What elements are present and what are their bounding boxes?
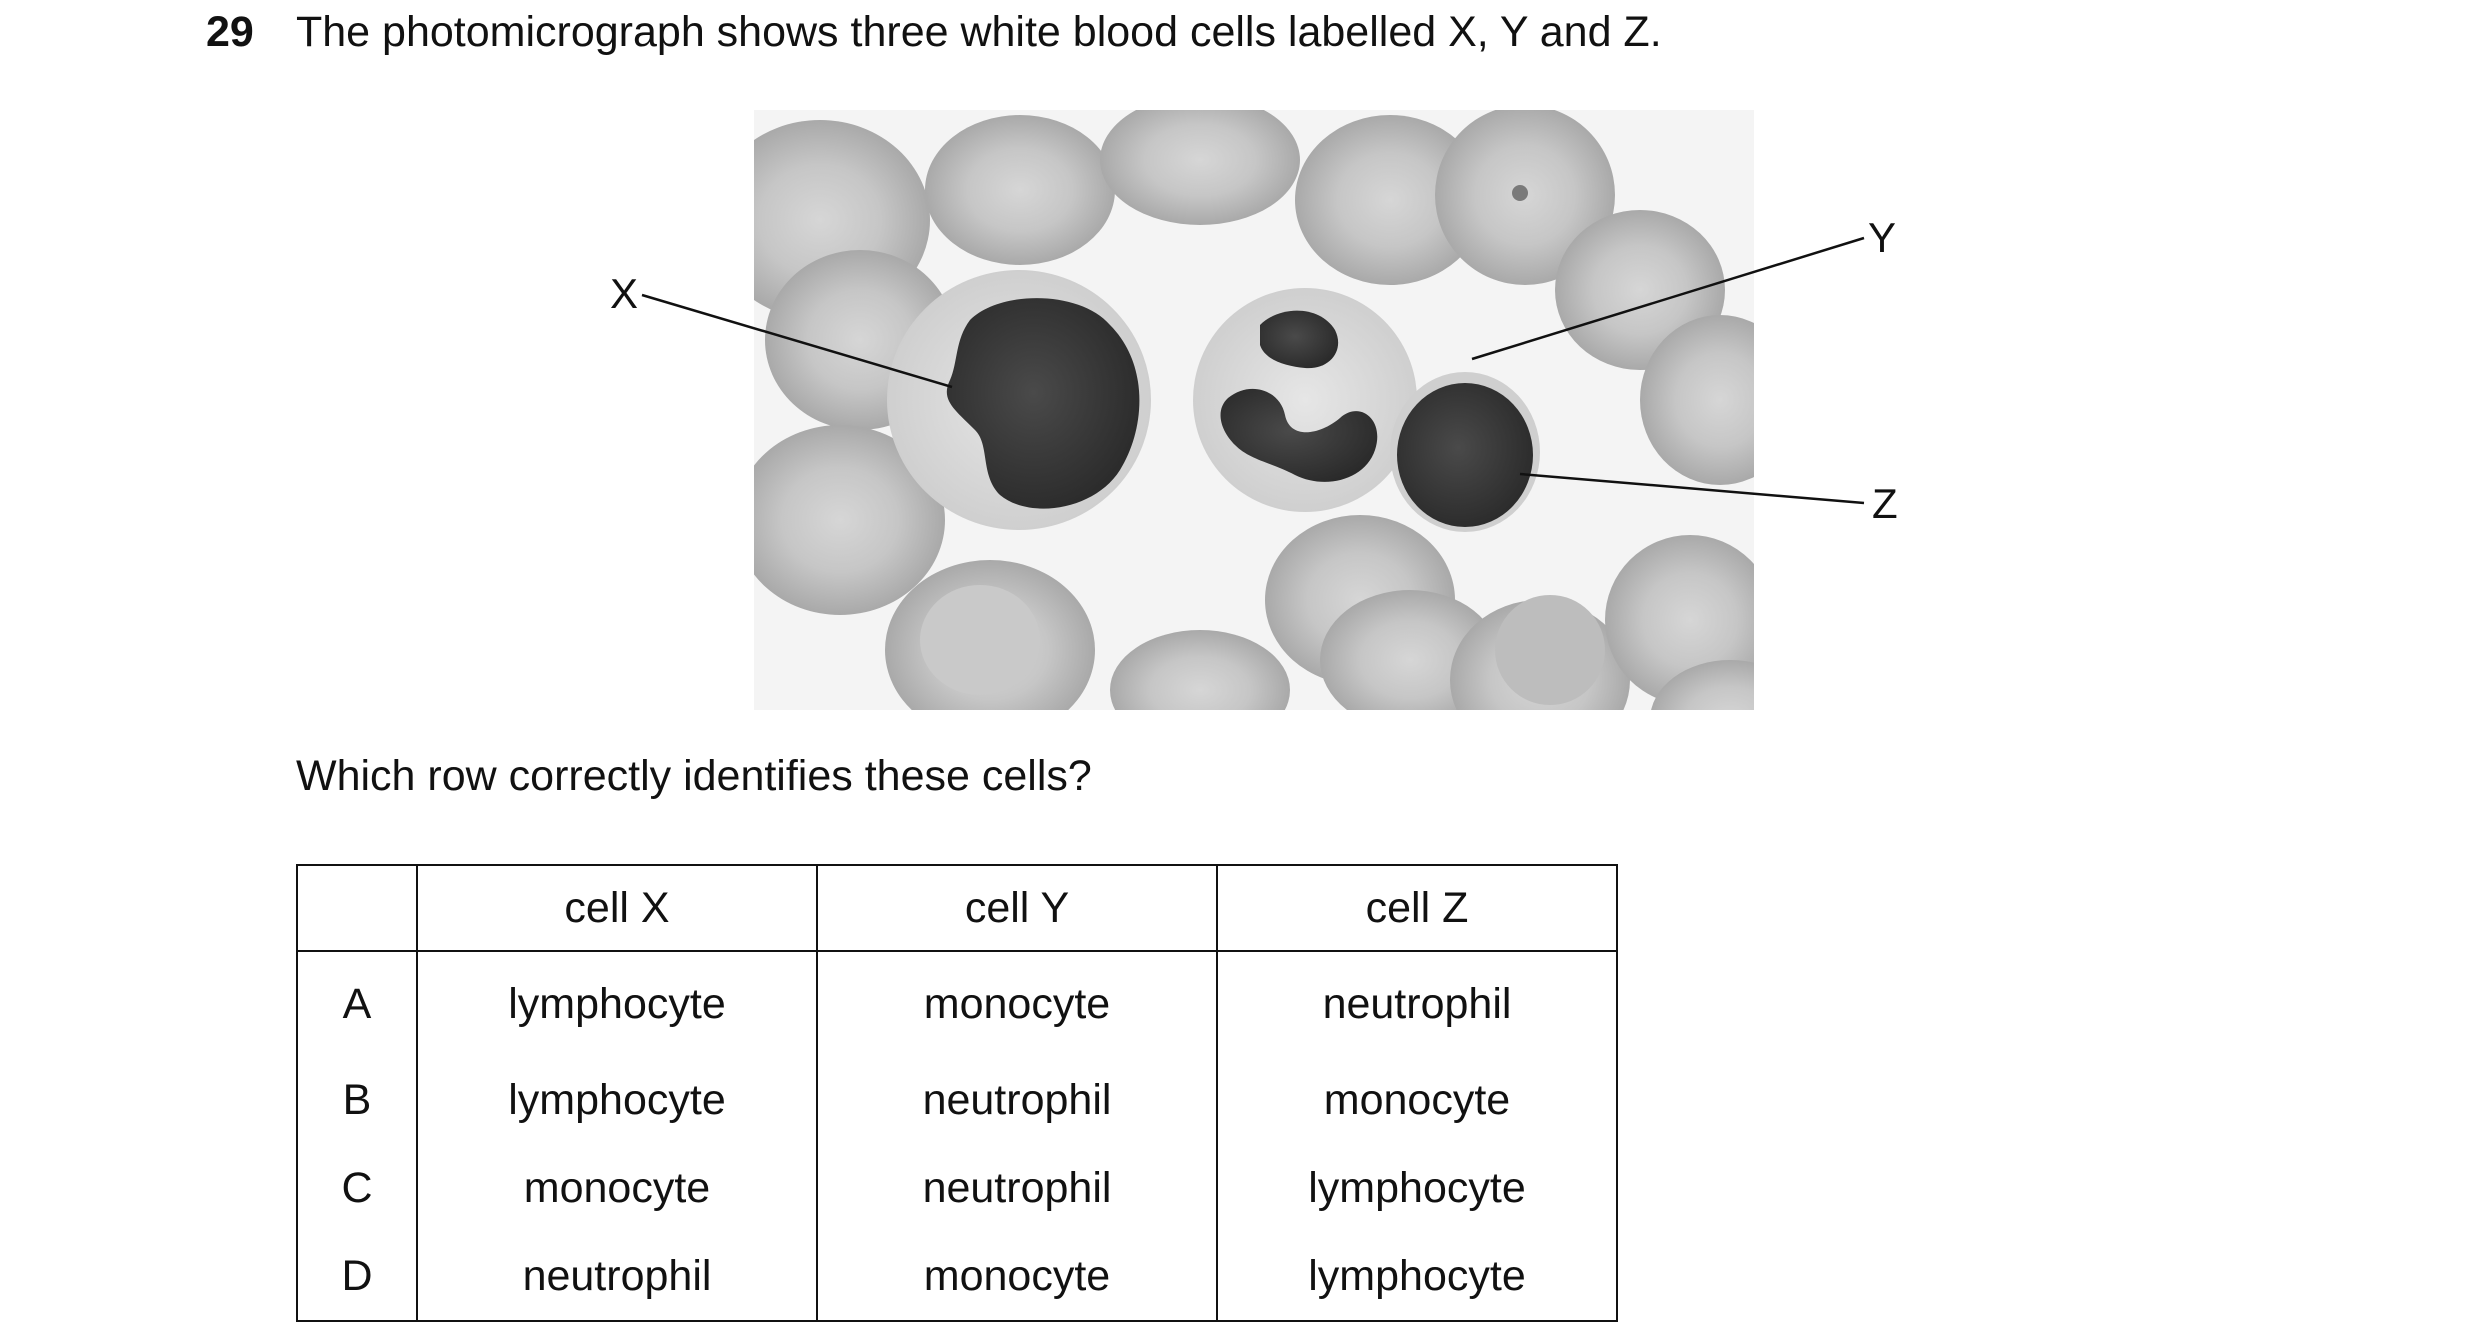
table-cell: monocyte [816,1232,1218,1322]
table-cell: lymphocyte [416,1056,818,1144]
question-text: The photomicrograph shows three white bl… [296,7,1662,56]
cell-z-image [1390,372,1540,532]
table-cell: lymphocyte [1216,1144,1618,1232]
table-row: A lymphocyte monocyte neutrophil [296,951,1618,1056]
question-number: 29 [206,7,254,56]
red-blood-cells [754,110,1754,710]
photomicrograph-svg: X Y Z [610,110,1898,710]
table-header-row: cell X cell Y cell Z [296,864,1618,952]
table-cell: neutrophil [816,1144,1218,1232]
row-key-c: C [296,1144,418,1232]
label-z: Z [1872,480,1898,527]
table-row: C monocyte neutrophil lymphocyte [296,1144,1618,1232]
table-cell: lymphocyte [1216,1232,1618,1322]
sub-question-text: Which row correctly identifies these cel… [296,752,1092,800]
row-key-d: D [296,1232,418,1322]
row-key-b: B [296,1056,418,1144]
question-heading: 29 The photomicrograph shows three white… [206,0,1662,64]
table-cell: monocyte [816,951,1218,1056]
table-row: B lymphocyte neutrophil monocyte [296,1056,1618,1144]
table-cell: monocyte [416,1144,818,1232]
table-cell: monocyte [1216,1056,1618,1144]
answer-table: cell X cell Y cell Z A lymphocyte monocy… [296,864,1618,1322]
table-cell: neutrophil [416,1232,818,1322]
cell-y-image [1193,288,1417,512]
cell-x-image [887,270,1151,530]
table-cell: lymphocyte [416,951,818,1056]
label-y-leader-line [1471,236,1865,361]
header-cell-y: cell Y [816,864,1218,952]
header-cell-x: cell X [416,864,818,952]
header-cell-z: cell Z [1216,864,1618,952]
table-row: D neutrophil monocyte lymphocyte [296,1232,1618,1322]
header-key [296,864,418,952]
table-cell: neutrophil [816,1056,1218,1144]
table-cell: neutrophil [1216,951,1618,1056]
label-y: Y [1868,214,1896,261]
label-z-leader-line [1519,472,1865,505]
row-key-a: A [296,951,418,1056]
photomicrograph-figure: X Y Z [560,100,1960,720]
label-x-leader-line [641,293,953,389]
label-x: X [610,270,638,317]
